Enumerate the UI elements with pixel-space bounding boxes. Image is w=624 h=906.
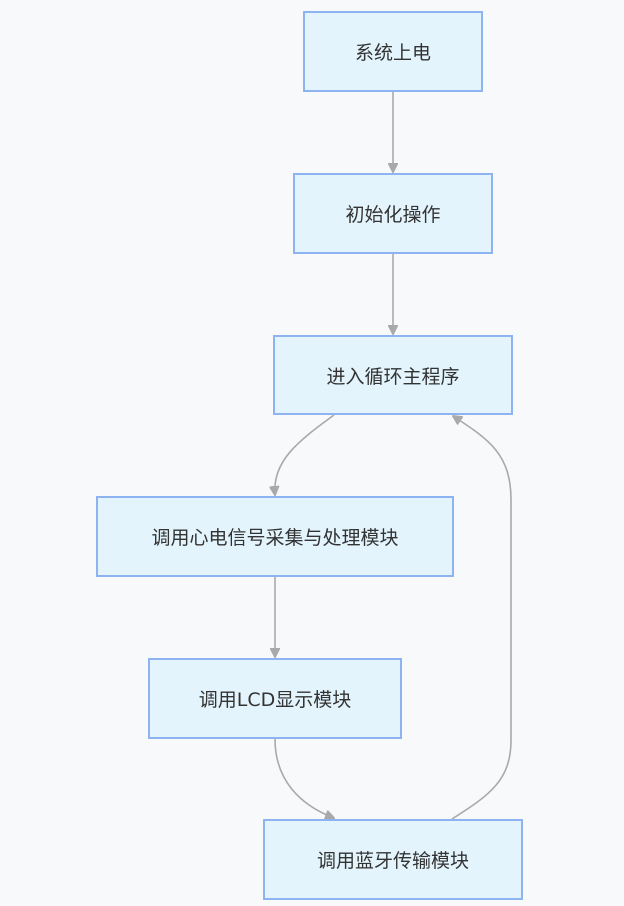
node-lcd-module: 调用LCD显示模块 — [148, 658, 402, 739]
node-ecg-module-label: 调用心电信号采集与处理模块 — [151, 527, 399, 549]
node-power-on: 系统上电 — [303, 11, 483, 92]
edge-lcd-to-bt — [274, 738, 334, 818]
node-init: 初始化操作 — [293, 173, 493, 254]
node-main-loop-label: 进入循环主程序 — [326, 365, 460, 388]
node-init-label: 初始化操作 — [345, 204, 441, 226]
node-lcd-module-label: 调用LCD显示模块 — [198, 689, 352, 711]
node-bt-module: 调用蓝牙传输模块 — [263, 819, 523, 900]
node-ecg-module: 调用心电信号采集与处理模块 — [96, 496, 454, 577]
edge-loop-to-ecg — [275, 414, 335, 495]
node-main-loop: 进入循环主程序 — [273, 335, 513, 415]
node-power-on-label: 系统上电 — [354, 42, 431, 64]
node-bt-module-label: 调用蓝牙传输模块 — [316, 850, 469, 872]
edge-bt-to-loop — [452, 416, 512, 820]
